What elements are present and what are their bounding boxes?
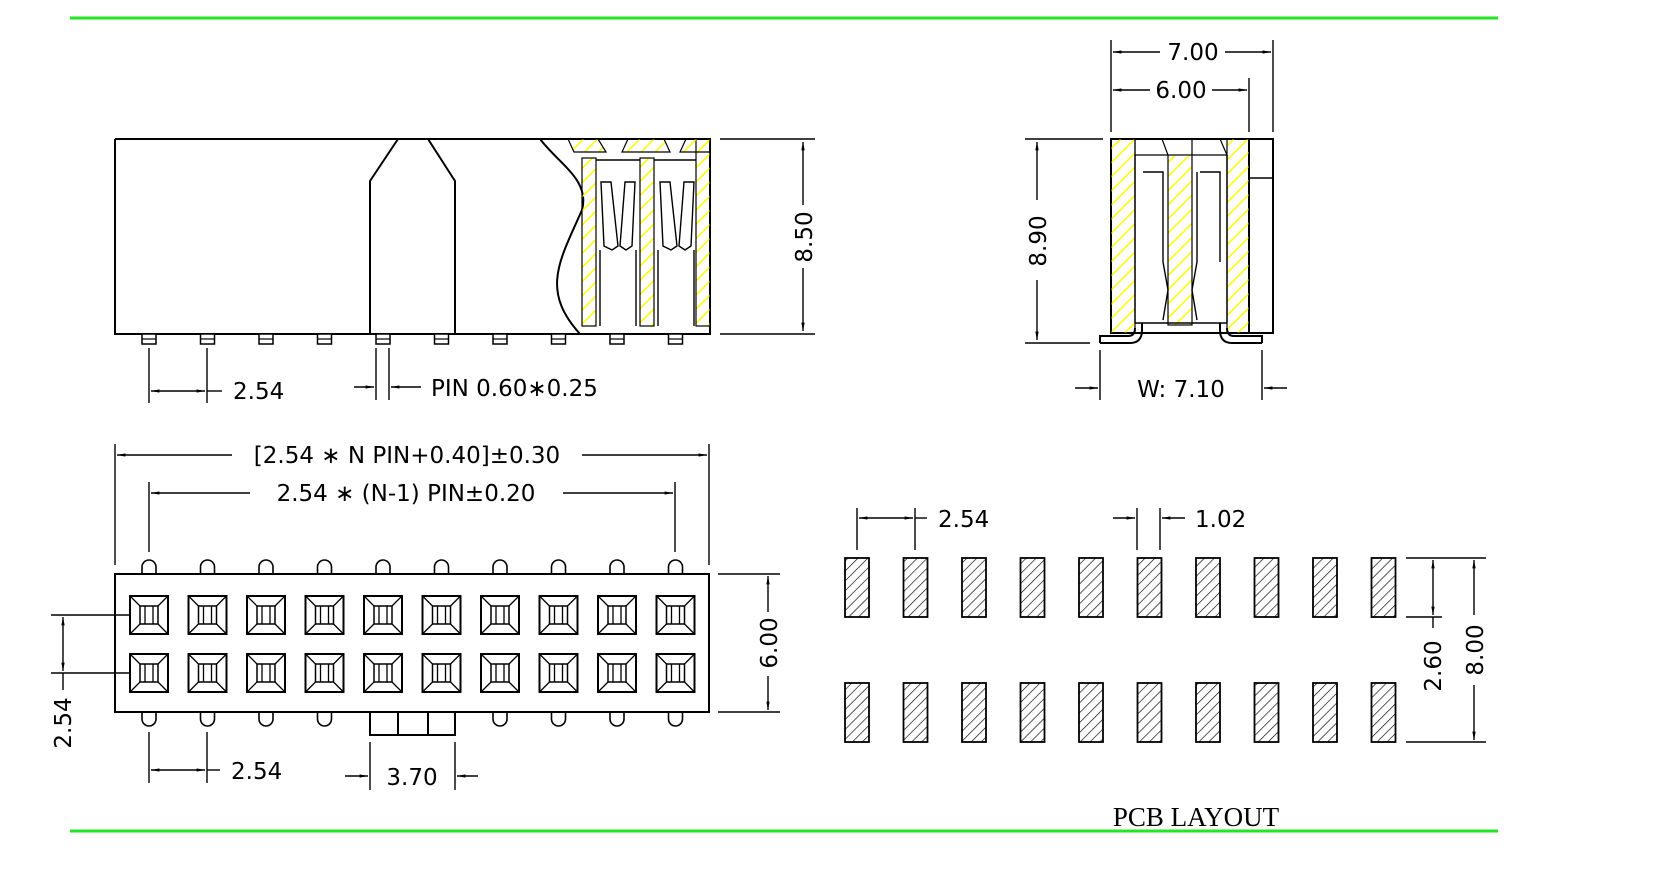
contact-cavity [129, 653, 169, 693]
side-view-pins [141, 333, 684, 345]
solder-tail-top [492, 559, 508, 574]
solder-tail-bottom [609, 712, 625, 727]
pcb-pad [1078, 682, 1104, 743]
pin-size-label: PIN 0.60∗0.25 [431, 376, 598, 402]
top-width-label: 6.00 [757, 617, 783, 668]
pcb-pad [1136, 682, 1163, 743]
contact-cavity [304, 653, 345, 693]
pcb-pad [1019, 682, 1046, 743]
solder-tail-top [141, 559, 157, 574]
contact-cavity [187, 653, 228, 693]
contact-springs [596, 159, 696, 326]
side-pitch-label: 2.54 [233, 379, 284, 405]
pad-width-label: 1.02 [1195, 507, 1246, 533]
contact-cavity [538, 653, 579, 693]
pcb-pad [1078, 557, 1104, 618]
solder-tail-bottom [316, 712, 333, 727]
solder-tail-top [667, 559, 684, 574]
solder-tail-top [550, 559, 567, 574]
contact-cavity [187, 595, 228, 635]
pcb-layout-title: PCB LAYOUT [1113, 802, 1280, 832]
end-height-label: 8.90 [1026, 215, 1052, 266]
pcb-pad [1253, 682, 1280, 743]
pcb-pad [1370, 557, 1397, 618]
solder-tail-bottom [492, 712, 508, 727]
key-width-label: 3.70 [386, 765, 437, 791]
contact-cavity [421, 595, 462, 635]
pcb-pad [1195, 682, 1221, 743]
pcb-pad [961, 557, 987, 618]
solder-tails [141, 559, 684, 727]
contact-cavity [480, 595, 520, 635]
solder-tail-top [199, 559, 216, 574]
top-view: [2.54 ∗ N PIN+0.40]±0.30 2.54 ∗ (N-1) PI… [51, 443, 783, 791]
pcb-pad [1253, 557, 1280, 618]
pcb-layout: 2.54 1.02 2.60 8.00 PCB LAYOUT [844, 507, 1489, 832]
contact-cavity [538, 595, 579, 635]
contact-cavity [597, 653, 637, 693]
end-inner-width-label: 6.00 [1155, 78, 1206, 104]
contact-cavity [246, 653, 286, 693]
contact-cavity [363, 653, 403, 693]
pcb-pad [1312, 557, 1338, 618]
contact-cavity [304, 595, 345, 635]
pcb-pad [1136, 557, 1163, 618]
pcb-pad [1195, 557, 1221, 618]
pcb-pad [1312, 682, 1338, 743]
polarization-key [369, 712, 456, 736]
solder-tail-bottom [141, 712, 157, 727]
contact-cavity [421, 653, 462, 693]
section-walls [567, 138, 711, 327]
contact-cavities [129, 595, 696, 693]
side-view: 8.50 2.54 PIN 0.60∗0.25 [114, 138, 818, 405]
pcb-overall-label: 8.00 [1463, 624, 1489, 675]
pcb-pad [961, 682, 987, 743]
side-height-label: 8.50 [792, 211, 818, 262]
contact-cavity [597, 595, 637, 635]
pcb-pad [844, 682, 870, 743]
solder-tail-bottom [199, 712, 216, 727]
top-view-body [114, 573, 710, 713]
pcb-pad [1370, 682, 1397, 743]
solder-tail-top [316, 559, 333, 574]
row-pitch-label: 2.54 [51, 697, 77, 748]
end-outer-width-label: 7.00 [1167, 40, 1218, 66]
pcb-pad [902, 682, 929, 743]
pad-length-label: 2.60 [1421, 640, 1447, 691]
pcb-pitch-label: 2.54 [938, 507, 989, 533]
side-view-center-key [369, 138, 456, 334]
contact-cavity [480, 653, 520, 693]
contact-cavity [246, 595, 286, 635]
pcb-pad [902, 557, 929, 618]
solder-tail-top [375, 559, 391, 574]
pcb-pad [1019, 557, 1046, 618]
cutaway-break-line [539, 138, 585, 335]
contact-cavity [655, 595, 696, 635]
solder-tail-bottom [258, 712, 274, 727]
solder-tail-bottom [550, 712, 567, 727]
overall-length-label: [2.54 ∗ N PIN+0.40]±0.30 [254, 443, 560, 469]
solder-tail-bottom [667, 712, 684, 727]
top-pitch-label: 2.54 [231, 759, 282, 785]
lead-span-label: W: 7.10 [1137, 377, 1225, 403]
pcb-pads [844, 557, 1397, 743]
pcb-pad [844, 557, 870, 618]
pin-span-label: 2.54 ∗ (N-1) PIN±0.20 [277, 481, 536, 507]
contact-cavity [129, 595, 169, 635]
solder-tail-top [258, 559, 274, 574]
contact-cavity [363, 595, 403, 635]
contact-cavity [655, 653, 696, 693]
end-view: 7.00 6.00 8.90 W: 7.10 [1025, 40, 1287, 403]
solder-tail-top [609, 559, 625, 574]
solder-tail-top [433, 559, 450, 574]
